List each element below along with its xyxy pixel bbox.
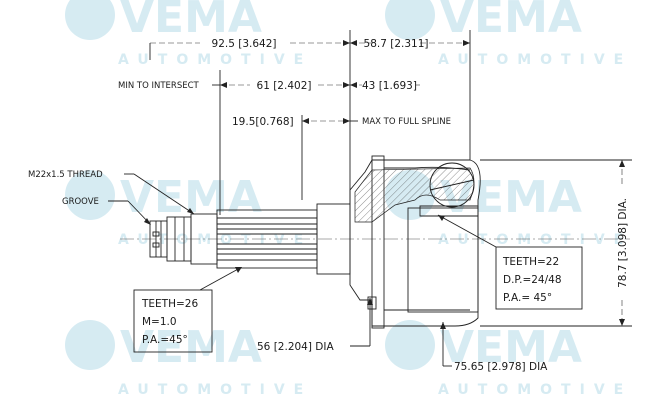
label-spline-dim: 43 [1.693] xyxy=(362,80,417,92)
label-min-to-intersect: MIN TO INTERSECT xyxy=(118,81,200,91)
watermark-group: VEMA AUTOMOTIVE VEMA AUTOMOTIVE VEMA AUT… xyxy=(65,0,632,398)
bell-flange xyxy=(371,155,385,329)
label-groove: GROOVE xyxy=(62,197,99,207)
watermark-bottom-left: VEMA AUTOMOTIVE xyxy=(65,320,312,398)
label-outer-dia: 78.7 [3.098] DIA. xyxy=(617,198,629,288)
outer-teeth-line2: M=1.0 xyxy=(142,316,177,328)
watermark-top-right: VEMA AUTOMOTIVE xyxy=(385,0,632,68)
inner-teeth-line3: P.A.= 45° xyxy=(503,292,552,304)
dim-total-length: 92.5 [3.642] 58.7 [2.311] xyxy=(149,30,471,205)
label-dia-56: 56 [2.204] DIA xyxy=(257,341,334,353)
dim-56-dia: 56 [2.204] DIA xyxy=(257,298,373,353)
watermark-logo-text: VEMA xyxy=(440,322,582,373)
watermark-logo-text: VEMA xyxy=(120,322,262,373)
cv-joint-part xyxy=(149,155,481,329)
watermark-logo-text: VEMA xyxy=(120,0,262,43)
dim-outer-dia: 78.7 [3.098] DIA. xyxy=(480,159,632,327)
dim-min-intersect: MIN TO INTERSECT 61 [2.402] 43 [1.693] xyxy=(118,70,420,215)
watermark-mid-left: VEMA AUTOMOTIVE xyxy=(65,170,303,248)
teeth-outer-box: TEETH=26 M=1.0 P.A.=45° xyxy=(133,267,242,353)
inner-teeth-line2: D.P.=24/48 xyxy=(503,274,562,286)
dim-small-length: 19.5[0.768] MAX TO FULL SPLINE xyxy=(232,115,451,200)
label-dia-75: 75.65 [2.978] DIA xyxy=(454,361,548,373)
label-max-spline: MAX TO FULL SPLINE xyxy=(362,117,451,127)
label-intersect-dim: 61 [2.402] xyxy=(257,80,312,92)
label-length-total: 92.5 [3.642] xyxy=(212,38,277,50)
watermark-logo-sub: AUTOMOTIVE xyxy=(438,382,632,398)
section-hatch xyxy=(354,167,475,223)
bell-bore xyxy=(407,207,479,313)
watermark-logo-sub: AUTOMOTIVE xyxy=(118,382,312,398)
ball-bearing xyxy=(429,162,475,208)
watermark-top-left: VEMA AUTOMOTIVE xyxy=(65,0,312,68)
outer-teeth-line3: P.A.=45° xyxy=(142,334,188,346)
inner-race xyxy=(419,205,479,217)
teeth-inner-box: TEETH=22 D.P.=24/48 P.A.= 45° xyxy=(437,214,583,310)
spline-lines xyxy=(217,217,317,261)
watermark-bottom-right: VEMA AUTOMOTIVE xyxy=(385,320,632,398)
label-small-len: 19.5[0.768] xyxy=(232,116,294,128)
watermark-logo-sub: AUTOMOTIVE xyxy=(438,232,632,248)
leaders-left: M22x1.5 THREAD GROOVE xyxy=(28,170,195,225)
watermark-logo-text: VEMA xyxy=(440,0,582,43)
inner-teeth-line1: TEETH=22 xyxy=(502,256,559,268)
watermark-logo-sub: AUTOMOTIVE xyxy=(438,52,632,68)
dim-75-dia: 75.65 [2.978] DIA xyxy=(440,322,548,373)
watermark-logo-sub: AUTOMOTIVE xyxy=(118,52,312,68)
label-length-bell: 58.7 [2.311] xyxy=(364,38,429,50)
outer-teeth-line1: TEETH=26 xyxy=(141,298,198,310)
label-thread: M22x1.5 THREAD xyxy=(28,170,103,180)
bell-housing xyxy=(349,159,481,327)
